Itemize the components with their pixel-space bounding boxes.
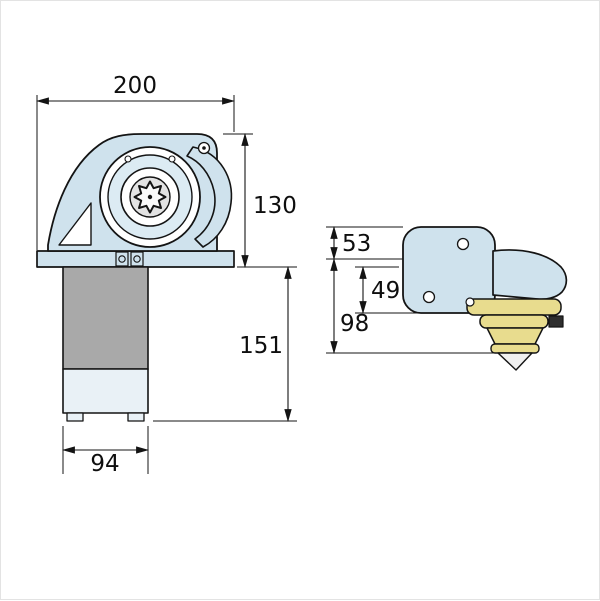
dim-side-top-label: 53 [342, 231, 371, 257]
chainwheel-lower-disc [490, 343, 540, 354]
dimensions-side: 53 98 49 [326, 225, 496, 355]
clutch-lever [186, 146, 233, 248]
motor-body [62, 266, 149, 370]
chainwheel-cone [486, 327, 544, 345]
dim-width-motor: 94 [61, 426, 150, 477]
flange-bolts [115, 251, 144, 267]
gusset-cutout [58, 202, 92, 246]
chain-pipe-bolt-dot [202, 146, 206, 150]
dim-height-above-deck-label: 130 [253, 193, 297, 219]
dim-width-overall: 200 [35, 73, 236, 250]
dimensions-front: 200 130 151 94 [35, 73, 297, 477]
flange-bolt-right [130, 251, 144, 267]
motor-foot-left [66, 412, 84, 422]
dim-height-motor-label: 151 [239, 333, 283, 359]
dim-width-overall-label: 200 [113, 73, 157, 99]
flange-bolt-left-circle [118, 255, 126, 263]
dim-side-bottom: 98 [330, 257, 369, 355]
rim-bolt-right [168, 155, 176, 163]
flange-bolt-left [115, 251, 129, 267]
axle-center-dot [147, 194, 153, 200]
gypsy-drum [99, 146, 201, 248]
flange-bolt-right-circle [133, 255, 141, 263]
dim-width-motor-label: 94 [90, 451, 119, 477]
dim-side-top: 53 [330, 225, 371, 261]
flange-bolt-hole-bottom [422, 290, 436, 304]
flange-bolt-hole-top [456, 237, 470, 251]
dim-side-mid-label: 49 [371, 278, 400, 304]
motor-foot-right [127, 412, 145, 422]
lower-cone [497, 352, 533, 371]
rim-bolt-left [124, 155, 132, 163]
dim-side-bottom-label: 98 [340, 311, 369, 337]
dim-height-above-deck: 130 [223, 132, 297, 269]
front-view [36, 133, 235, 422]
side-arm [492, 249, 568, 301]
control-pin [465, 297, 475, 307]
dim-side-mid: 49 [355, 265, 463, 315]
dim-height-motor: 151 [153, 265, 297, 423]
gearbox-body [62, 368, 149, 414]
stripper-block [548, 315, 564, 328]
side-view [402, 226, 568, 371]
chainwheel-top-disc [466, 298, 562, 316]
chainwheel-mid-disc [479, 314, 549, 329]
motor-assembly [62, 266, 149, 422]
chainwheel [465, 297, 564, 371]
